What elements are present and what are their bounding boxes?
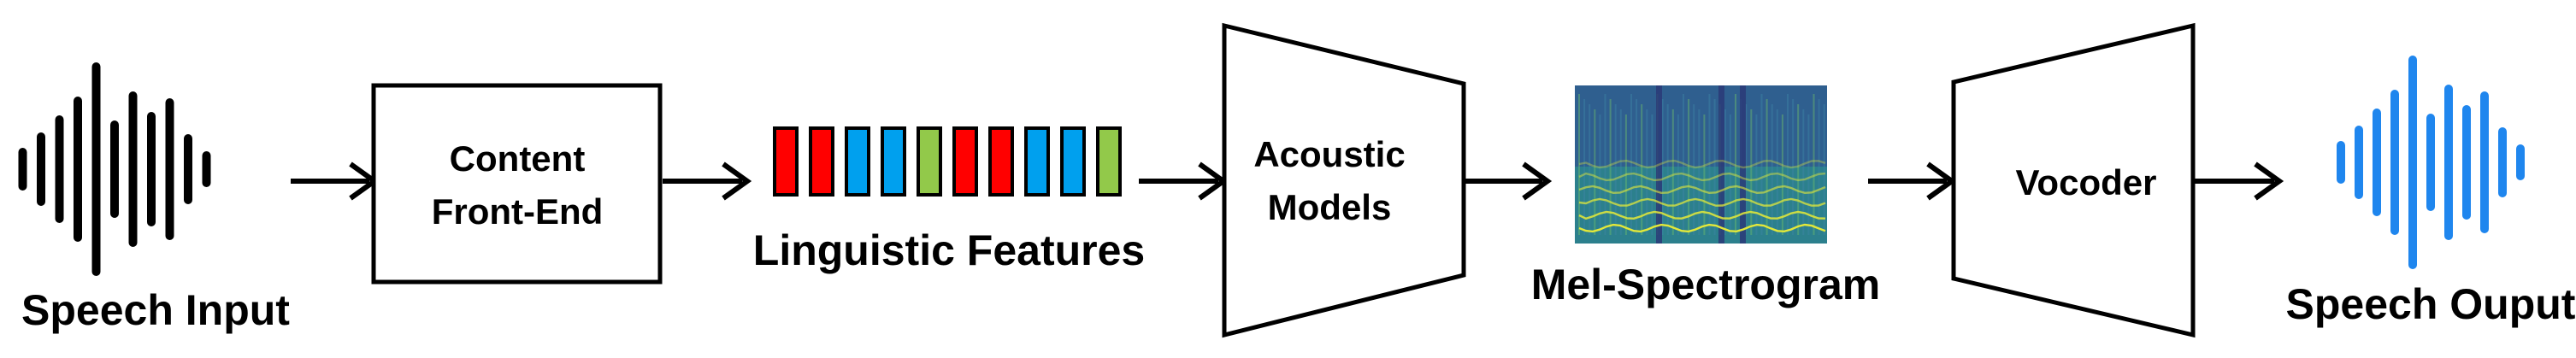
spectrogram-harmonic [1578,223,1826,233]
spectrogram-streak [1813,94,1815,235]
spectrogram-harmonic [1578,159,1826,169]
mel-spectrogram-label: Mel-Spectrogram [1531,261,1880,308]
spectrogram-streak [1630,94,1632,235]
acoustic-models-label-line2: Models [1268,187,1392,227]
feature-cell [952,126,978,197]
spectrogram-streak [1802,109,1805,235]
arrow-features-to-acoustic [1139,161,1229,201]
feature-cell [917,126,942,197]
spectrogram-streak [1578,94,1580,235]
vocoder-trapezoid [1951,22,2196,338]
spectrogram-streak [1609,99,1612,235]
spectrogram-streak [1745,104,1748,235]
feature-cell [988,126,1014,197]
speech-output-label: Speech Ouput [2286,280,2576,328]
spectrogram-streak [1614,104,1617,235]
spectrogram-streak [1797,104,1800,235]
spectrogram-streak [1683,94,1684,235]
spectrogram-streak [1646,109,1648,235]
spectrogram-streak [1708,94,1711,235]
spectrogram-streak [1651,114,1653,235]
spectrogram-harmonic [1578,172,1826,182]
spectrogram-streak [1760,94,1763,235]
spectrogram-streak [1787,94,1789,235]
spectrogram-streak [1818,99,1820,235]
spectrogram-streak [1713,99,1716,235]
spectrogram-streak [1755,114,1758,235]
spectrogram-streak [1599,114,1601,235]
feature-cell [1060,126,1086,197]
spectrogram-streak [1729,114,1731,235]
spectrogram-streak [1823,104,1825,235]
speech-input-label: Speech Input [21,286,290,334]
spectrogram-streak [1735,94,1736,235]
spectrogram-streak [1771,104,1773,235]
spectrogram-streak [1641,104,1643,235]
spectrogram-streak [1619,109,1622,235]
mel-spectrogram-icon [1575,85,1827,244]
spectrogram-harmonic [1578,197,1826,207]
spectrogram-streak [1671,109,1674,235]
spectrogram-streak [1724,109,1726,235]
spectrogram-streak [1624,114,1627,235]
vocoder-label: Vocoder [2016,162,2157,202]
spectrogram-harmonic [1578,210,1826,220]
arrow-mel-to-vocoder [1868,161,1957,201]
feature-cell [809,126,834,197]
spectrogram-streak [1636,99,1638,235]
content-frontend-box [371,83,663,285]
spectrogram-streak [1604,94,1606,235]
spectrogram-streak [1792,99,1795,235]
spectrogram-streak [1781,114,1783,235]
spectrogram-streak [1594,109,1596,235]
arrow-frontend-to-features [663,161,752,201]
feature-cell [1024,126,1050,197]
acoustic-models-label-line1: Acoustic [1253,134,1405,174]
spectrogram-streak [1765,99,1768,235]
spectrogram-silence-column [1656,85,1662,244]
spectrogram-streak [1666,104,1669,235]
spectrogram-silence-column [1740,85,1746,244]
arrow-vocoder-to-output [2195,161,2284,201]
speech-input-waveform-icon [18,62,211,276]
feature-cell [845,126,870,197]
spectrogram-streak [1776,109,1778,235]
spectrogram-streak [1703,114,1706,235]
feature-cell [773,126,799,197]
spectrogram-streak [1583,99,1586,235]
speech-output-waveform-icon [2337,56,2525,269]
spectrogram-streak [1677,114,1679,235]
feature-cell [1096,126,1122,197]
arrow-acoustic-to-mel [1465,161,1553,201]
spectrogram-streak [1750,109,1753,235]
arrow-input-to-frontend [291,161,380,201]
spectrogram-streak [1698,109,1701,235]
spectrogram-streak [1807,114,1810,235]
spectrogram-harmonic [1578,185,1826,195]
feature-cell [881,126,906,197]
spectrogram-streak [1693,104,1695,235]
content-frontend-label-line1: Content [450,138,586,179]
spectrogram-streak [1589,104,1591,235]
spectrogram-streak [1661,99,1664,235]
spectrogram-streak [1688,99,1690,235]
content-frontend-label-line2: Front-End [432,191,604,232]
linguistic-features-blocks [773,126,1122,197]
linguistic-features-label: Linguistic Features [753,226,1145,274]
spectrogram-silence-column [1718,85,1724,244]
acoustic-models-trapezoid [1222,22,1466,338]
